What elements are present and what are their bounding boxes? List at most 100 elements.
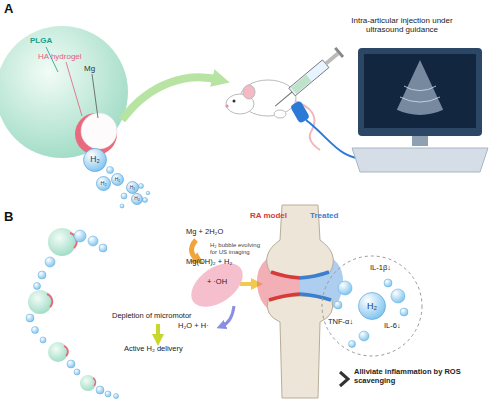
micromotor-chain xyxy=(64,346,68,356)
hydrogen-bubble: H₂ xyxy=(83,148,107,172)
micromotor-chain xyxy=(93,378,96,386)
reaction-ellipse: Mg(OH)₂ + H₂+ ·OH xyxy=(186,256,248,308)
part-name: Mg xyxy=(84,64,95,73)
node-text: H₂ xyxy=(111,173,124,186)
bubble-circle xyxy=(132,194,143,205)
syringe xyxy=(291,75,311,94)
hydrogen-bubbles xyxy=(38,271,46,279)
hydrogen-bubbles xyxy=(26,314,34,322)
ultrasound-monitor xyxy=(404,86,436,91)
hydrogen-bubbles xyxy=(114,394,119,399)
node-text: H₂ xyxy=(131,193,143,205)
step-caption: Intra-articular injection under ultrasou… xyxy=(342,16,462,34)
ultrasound-monitor xyxy=(400,97,440,102)
micromotor-chain xyxy=(48,342,68,362)
hydrogen-bubbles xyxy=(121,193,127,199)
micromotor-chain xyxy=(80,375,96,391)
hydrogen-bubbles xyxy=(334,301,342,309)
hydrogen-bubble: H₂ xyxy=(126,181,139,194)
hydrogen-bubble: H₂ xyxy=(358,292,386,320)
reaction-ellipse-shape xyxy=(183,254,250,316)
syringe xyxy=(275,92,292,106)
bubble-circle xyxy=(359,293,386,320)
group-label: RA model xyxy=(250,211,287,220)
node-text: H₂ xyxy=(358,292,386,320)
micromotor-chain xyxy=(28,290,52,314)
part-name: PLGA xyxy=(30,36,52,45)
leader-line xyxy=(92,74,98,118)
ultrasound-probe xyxy=(290,100,310,123)
hydrogen-bubbles xyxy=(105,391,111,397)
hydrogen-bubbles xyxy=(67,360,75,368)
delivery-arrow xyxy=(122,77,220,120)
hydrogen-bubbles xyxy=(359,331,369,341)
rat-illustration xyxy=(274,110,286,118)
rat-illustration xyxy=(243,85,255,99)
rat-illustration xyxy=(225,80,320,150)
syringe xyxy=(289,60,329,96)
knee-joint xyxy=(269,294,300,300)
node-text: H₂ xyxy=(83,148,107,172)
leader-line xyxy=(66,62,82,116)
hydrogen-bubbles xyxy=(107,167,150,209)
reaction-text: H₂O + H· xyxy=(178,322,209,331)
ultrasound-monitor xyxy=(352,48,488,172)
process-note: Active H₂ delivery xyxy=(124,345,183,354)
bubble-circle xyxy=(112,174,124,186)
reaction-note: H₂ bubble evolving for US imaging xyxy=(210,242,266,256)
process-note: Depletion of micromotor xyxy=(112,312,192,321)
knee-joint xyxy=(257,205,343,398)
hydrogen-bubbles xyxy=(99,244,107,252)
node-text: H₂ xyxy=(96,176,111,191)
hydrogen-bubble: H₂ xyxy=(96,176,111,191)
node-text: H₂ xyxy=(126,181,139,194)
hydrogen-bubbles xyxy=(146,191,150,195)
hydrogen-bubbles xyxy=(74,230,86,242)
syringe xyxy=(271,47,344,111)
outcome-note: Alliviate inflammation by ROS scavenging xyxy=(354,368,472,385)
hydrogen-bubbles xyxy=(45,257,55,267)
hydrogen-bubbles xyxy=(143,198,148,203)
cytokine-label: IL-6↓ xyxy=(384,322,401,331)
syringe xyxy=(334,47,344,58)
hydrogen-bubbles xyxy=(334,279,408,348)
micromotor-chain xyxy=(28,228,96,391)
hydrogen-bubbles xyxy=(120,204,124,208)
bubble-circle xyxy=(84,149,107,172)
hydrogen-bubble: H₂ xyxy=(131,193,143,205)
hydrogen-bubbles xyxy=(400,308,408,316)
ultrasound-monitor xyxy=(358,48,482,136)
panel-label: A xyxy=(4,2,13,17)
ultrasound-monitor xyxy=(412,136,428,146)
group-label: Treated xyxy=(310,211,338,220)
rat-illustration xyxy=(233,100,236,103)
hydrogen-bubbles xyxy=(34,283,41,290)
knee-joint xyxy=(300,294,331,300)
micromotor xyxy=(0,26,128,158)
knee-joint xyxy=(267,296,333,398)
hydrogen-bubbles xyxy=(96,386,104,394)
micromotor-chain xyxy=(48,228,76,256)
knee-joint xyxy=(300,272,329,278)
chevron-symbol xyxy=(340,372,348,386)
panel-label: B xyxy=(4,210,13,225)
micromotor xyxy=(0,26,128,158)
ultrasound-monitor xyxy=(397,60,443,115)
hydrogen-bubbles xyxy=(40,337,46,343)
knee-joint xyxy=(271,272,300,278)
dashed-boundary xyxy=(322,256,422,356)
rat-illustration xyxy=(225,104,228,107)
hydrogen-bubbles xyxy=(338,281,352,295)
bubble-circle xyxy=(97,177,111,191)
hydrogen-bubbles xyxy=(26,230,119,399)
ultrasound-monitor xyxy=(352,148,488,172)
ultrasound-monitor xyxy=(364,54,476,128)
part-name: HA hydrogel xyxy=(38,52,82,61)
node-text: Mg(OH)₂ + H₂ xyxy=(186,258,232,267)
reaction-arrow xyxy=(192,240,198,260)
hydrogen-bubbles xyxy=(391,289,405,303)
syringe xyxy=(324,52,339,65)
cytokine-label: IL-1β↓ xyxy=(370,264,391,273)
